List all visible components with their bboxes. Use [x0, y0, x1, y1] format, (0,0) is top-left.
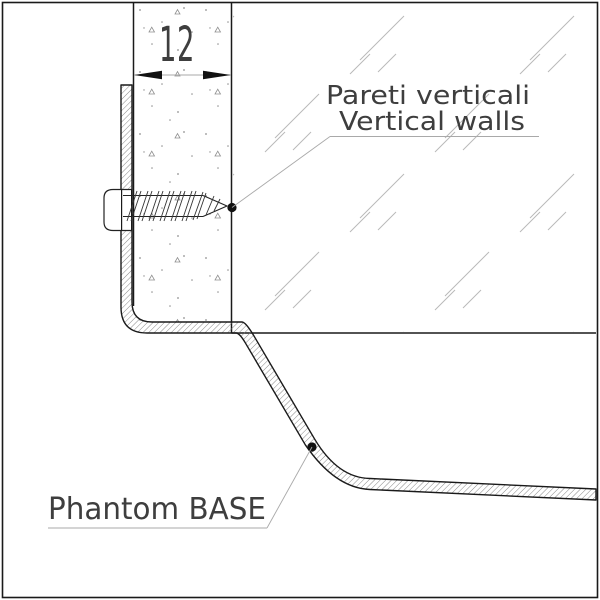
screw-shank: [123, 194, 229, 218]
label-phantom-base: Phantom BASE: [48, 442, 317, 529]
dimension-arrow-right: [203, 70, 231, 80]
label-vertical-walls: Pareti verticali Vertical walls: [227, 81, 539, 213]
screw-threads: [126, 190, 221, 222]
dimension-value: 12: [159, 17, 195, 73]
dimension-12: 12: [134, 17, 231, 80]
wall-label-line1: Pareti verticali: [326, 81, 530, 111]
base-label-text: Phantom BASE: [48, 492, 266, 527]
dimension-arrow-left: [134, 70, 162, 80]
screw-head: [103, 188, 132, 232]
wall-elevation-hatch: [233, 3, 595, 332]
screw-tip: [202, 194, 229, 218]
fixing-screw: [103, 188, 229, 232]
wall-label-line2: Vertical walls: [339, 107, 525, 137]
phantom-base-profile: [120, 84, 597, 501]
vertical-wall-section: [132, 3, 233, 333]
